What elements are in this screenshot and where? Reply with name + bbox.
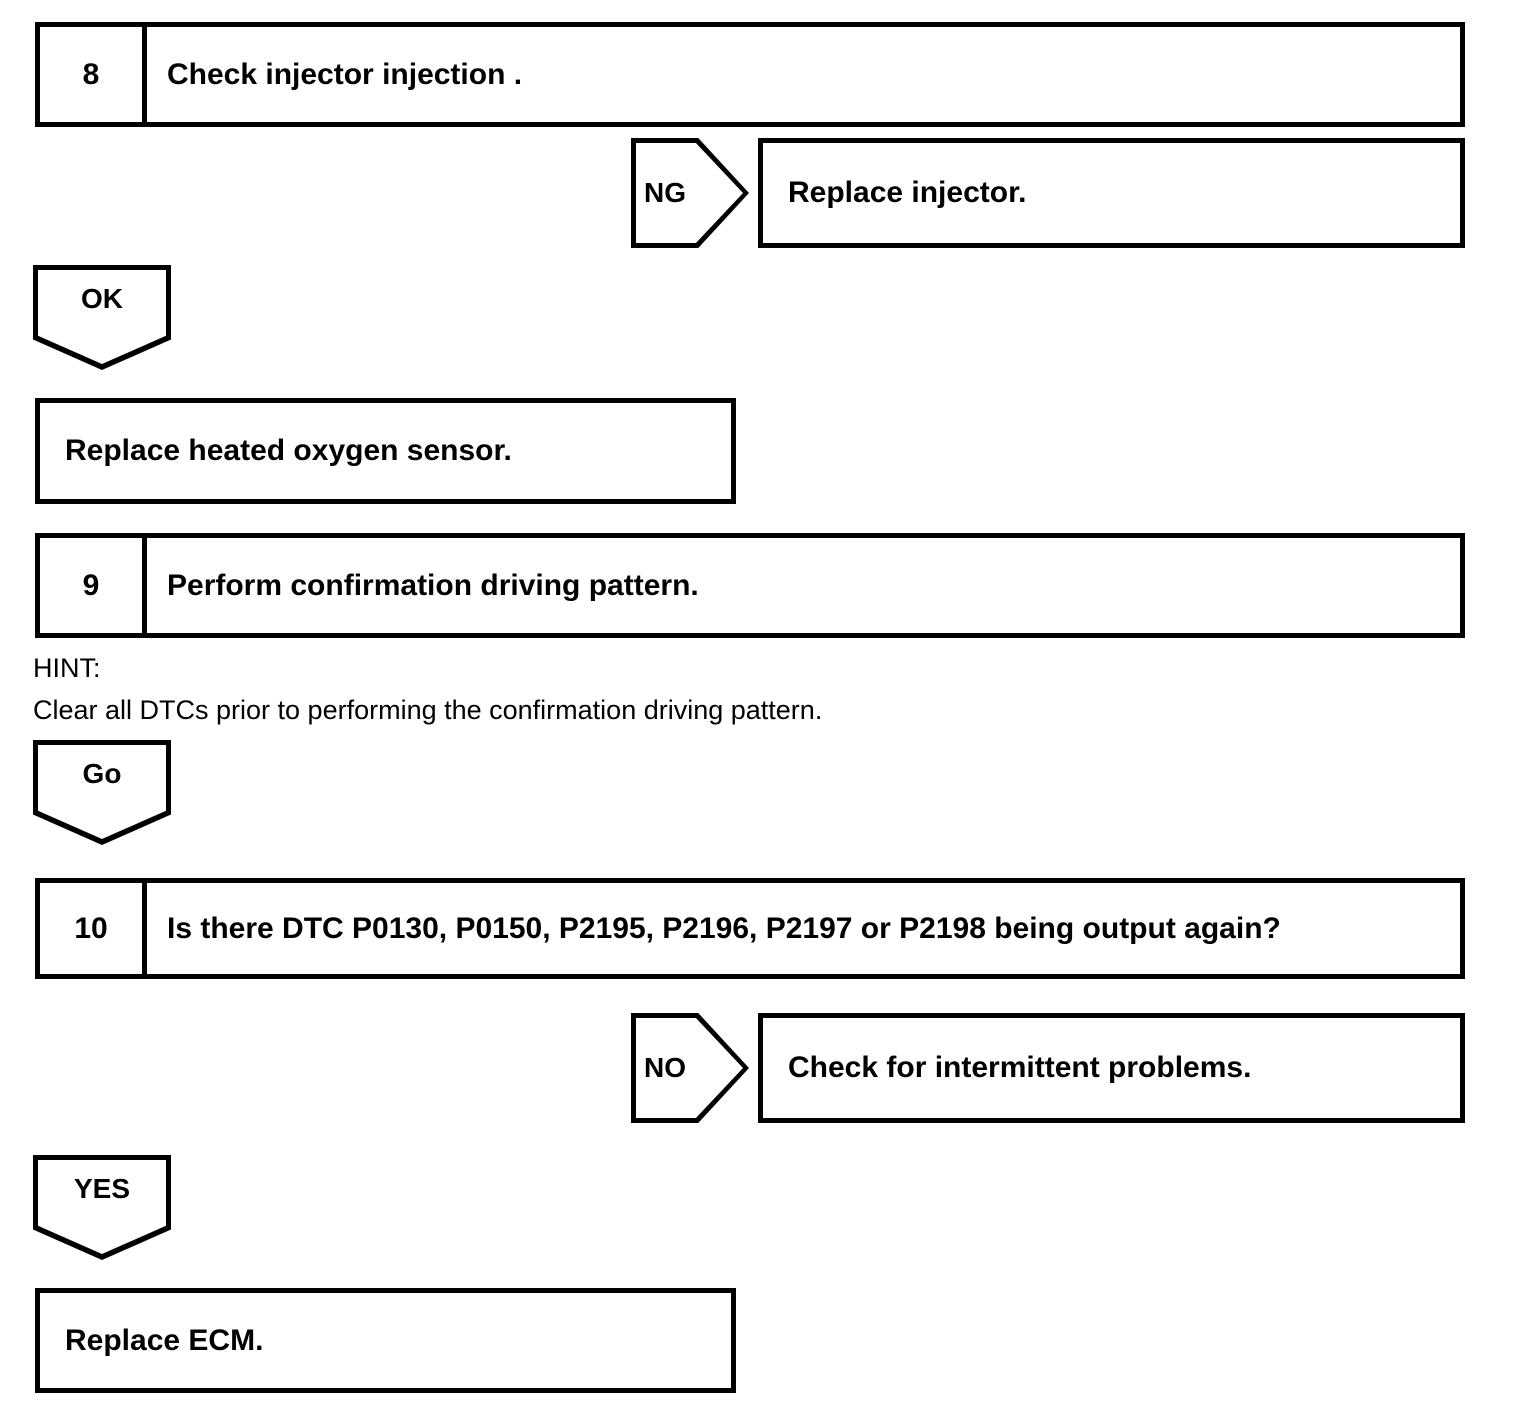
result-replace-injector-text: Replace injector. <box>788 176 1027 209</box>
branch-label-go: Go <box>82 758 122 789</box>
branch-label-no: NO <box>644 1052 686 1083</box>
step-10-number: 10 <box>40 883 147 974</box>
result-replace-ho2s-text: Replace heated oxygen sensor. <box>65 434 512 467</box>
branch-arrow-yes: YES <box>33 1155 171 1260</box>
step-10-text: Is there DTC P0130, P0150, P2195, P2196,… <box>167 911 1281 945</box>
branch-label-ok: OK <box>81 283 123 314</box>
step-9-box: 9 Perform confirmation driving pattern. <box>35 533 1465 638</box>
step-9-text: Perform confirmation driving pattern. <box>167 568 699 602</box>
branch-label-ng: NG <box>644 177 686 208</box>
result-replace-ecm-box: Replace ECM. <box>35 1288 736 1393</box>
hint-heading: HINT: <box>33 653 101 683</box>
result-check-intermittent-text: Check for intermittent problems. <box>788 1051 1252 1084</box>
step-10-box: 10 Is there DTC P0130, P0150, P2195, P21… <box>35 878 1465 979</box>
branch-arrow-go: Go <box>33 740 171 845</box>
result-check-intermittent-box: Check for intermittent problems. <box>758 1013 1465 1123</box>
branch-arrow-no: NO <box>631 1013 749 1123</box>
result-replace-injector-box: Replace injector. <box>758 138 1465 248</box>
step-8-box: 8 Check injector injection . <box>35 22 1465 127</box>
step-9-number: 9 <box>40 538 147 633</box>
branch-label-yes: YES <box>73 1173 131 1204</box>
result-replace-ecm-text: Replace ECM. <box>65 1323 264 1357</box>
step-8-number: 8 <box>40 27 147 122</box>
branch-arrow-ok: OK <box>33 265 171 370</box>
hint-body: Clear all DTCs prior to performing the c… <box>33 695 823 725</box>
result-replace-ho2s-box: Replace heated oxygen sensor. <box>35 398 736 504</box>
branch-arrow-ng: NG <box>631 138 749 248</box>
step-8-text: Check injector injection . <box>167 57 523 91</box>
